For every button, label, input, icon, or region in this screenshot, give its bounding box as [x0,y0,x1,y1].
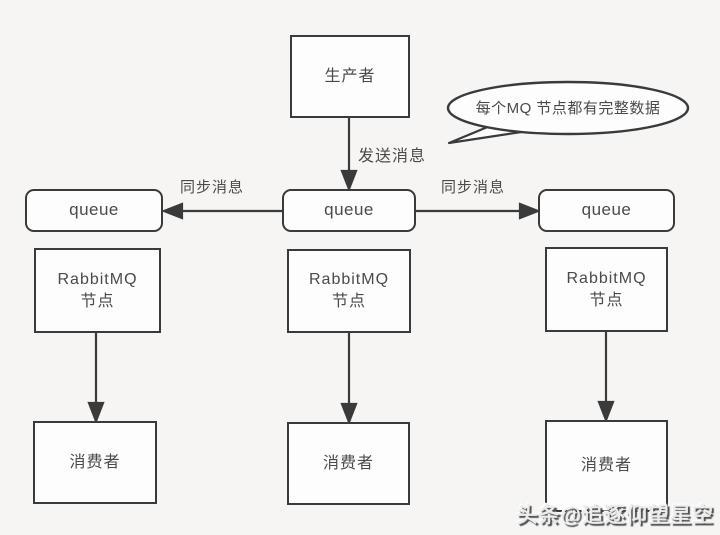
node-label-line2: 节点 [589,291,624,309]
node-label-line1: RabbitMQ [308,271,390,289]
consumer-label: 消费者 [322,454,374,472]
watermark-text: 头条@追逐仰望星空 [516,504,714,527]
queue-label: queue [581,200,632,220]
producer-label: 生产者 [324,67,376,85]
sync-message-label-left: 同步消息 [179,179,244,196]
arrowhead-right [518,202,542,220]
queue-label: queue [69,200,119,220]
queue-box-right: queue [538,189,675,232]
consumer-label: 消费者 [69,453,121,471]
queue-box-center: queue [282,189,416,232]
callout-ellipse [446,80,690,136]
arrowhead-down-center [340,169,358,193]
queue-label: queue [324,200,374,220]
rabbitmq-node-box-left: RabbitMQ 节点 [34,248,161,333]
node-label-line2: 节点 [331,293,366,310]
sync-message-label-right: 同步消息 [440,179,505,196]
arrowhead-down-left [87,401,105,425]
rabbitmq-node-box-center: RabbitMQ 节点 [287,249,411,333]
callout-text: 每个MQ 节点都有完整数据 [475,100,661,117]
producer-box: 生产者 [290,35,410,118]
arrowhead-down-right [597,400,615,424]
consumer-box-left: 消费者 [33,421,157,504]
callout-bubble [446,80,690,145]
send-message-label: 发送消息 [358,148,427,165]
rabbitmq-node-box-right: RabbitMQ 节点 [545,247,668,332]
node-label-line1: RabbitMQ [566,269,647,287]
arrowhead-down-mid [340,402,358,426]
queue-box-left: queue [25,189,163,232]
consumer-label: 消费者 [580,457,632,475]
arrowhead-left [160,202,184,220]
consumer-box-right: 消费者 [545,420,668,512]
node-label-line2: 节点 [80,292,115,310]
consumer-box-center: 消费者 [287,422,410,505]
node-label-line1: RabbitMQ [57,270,138,288]
